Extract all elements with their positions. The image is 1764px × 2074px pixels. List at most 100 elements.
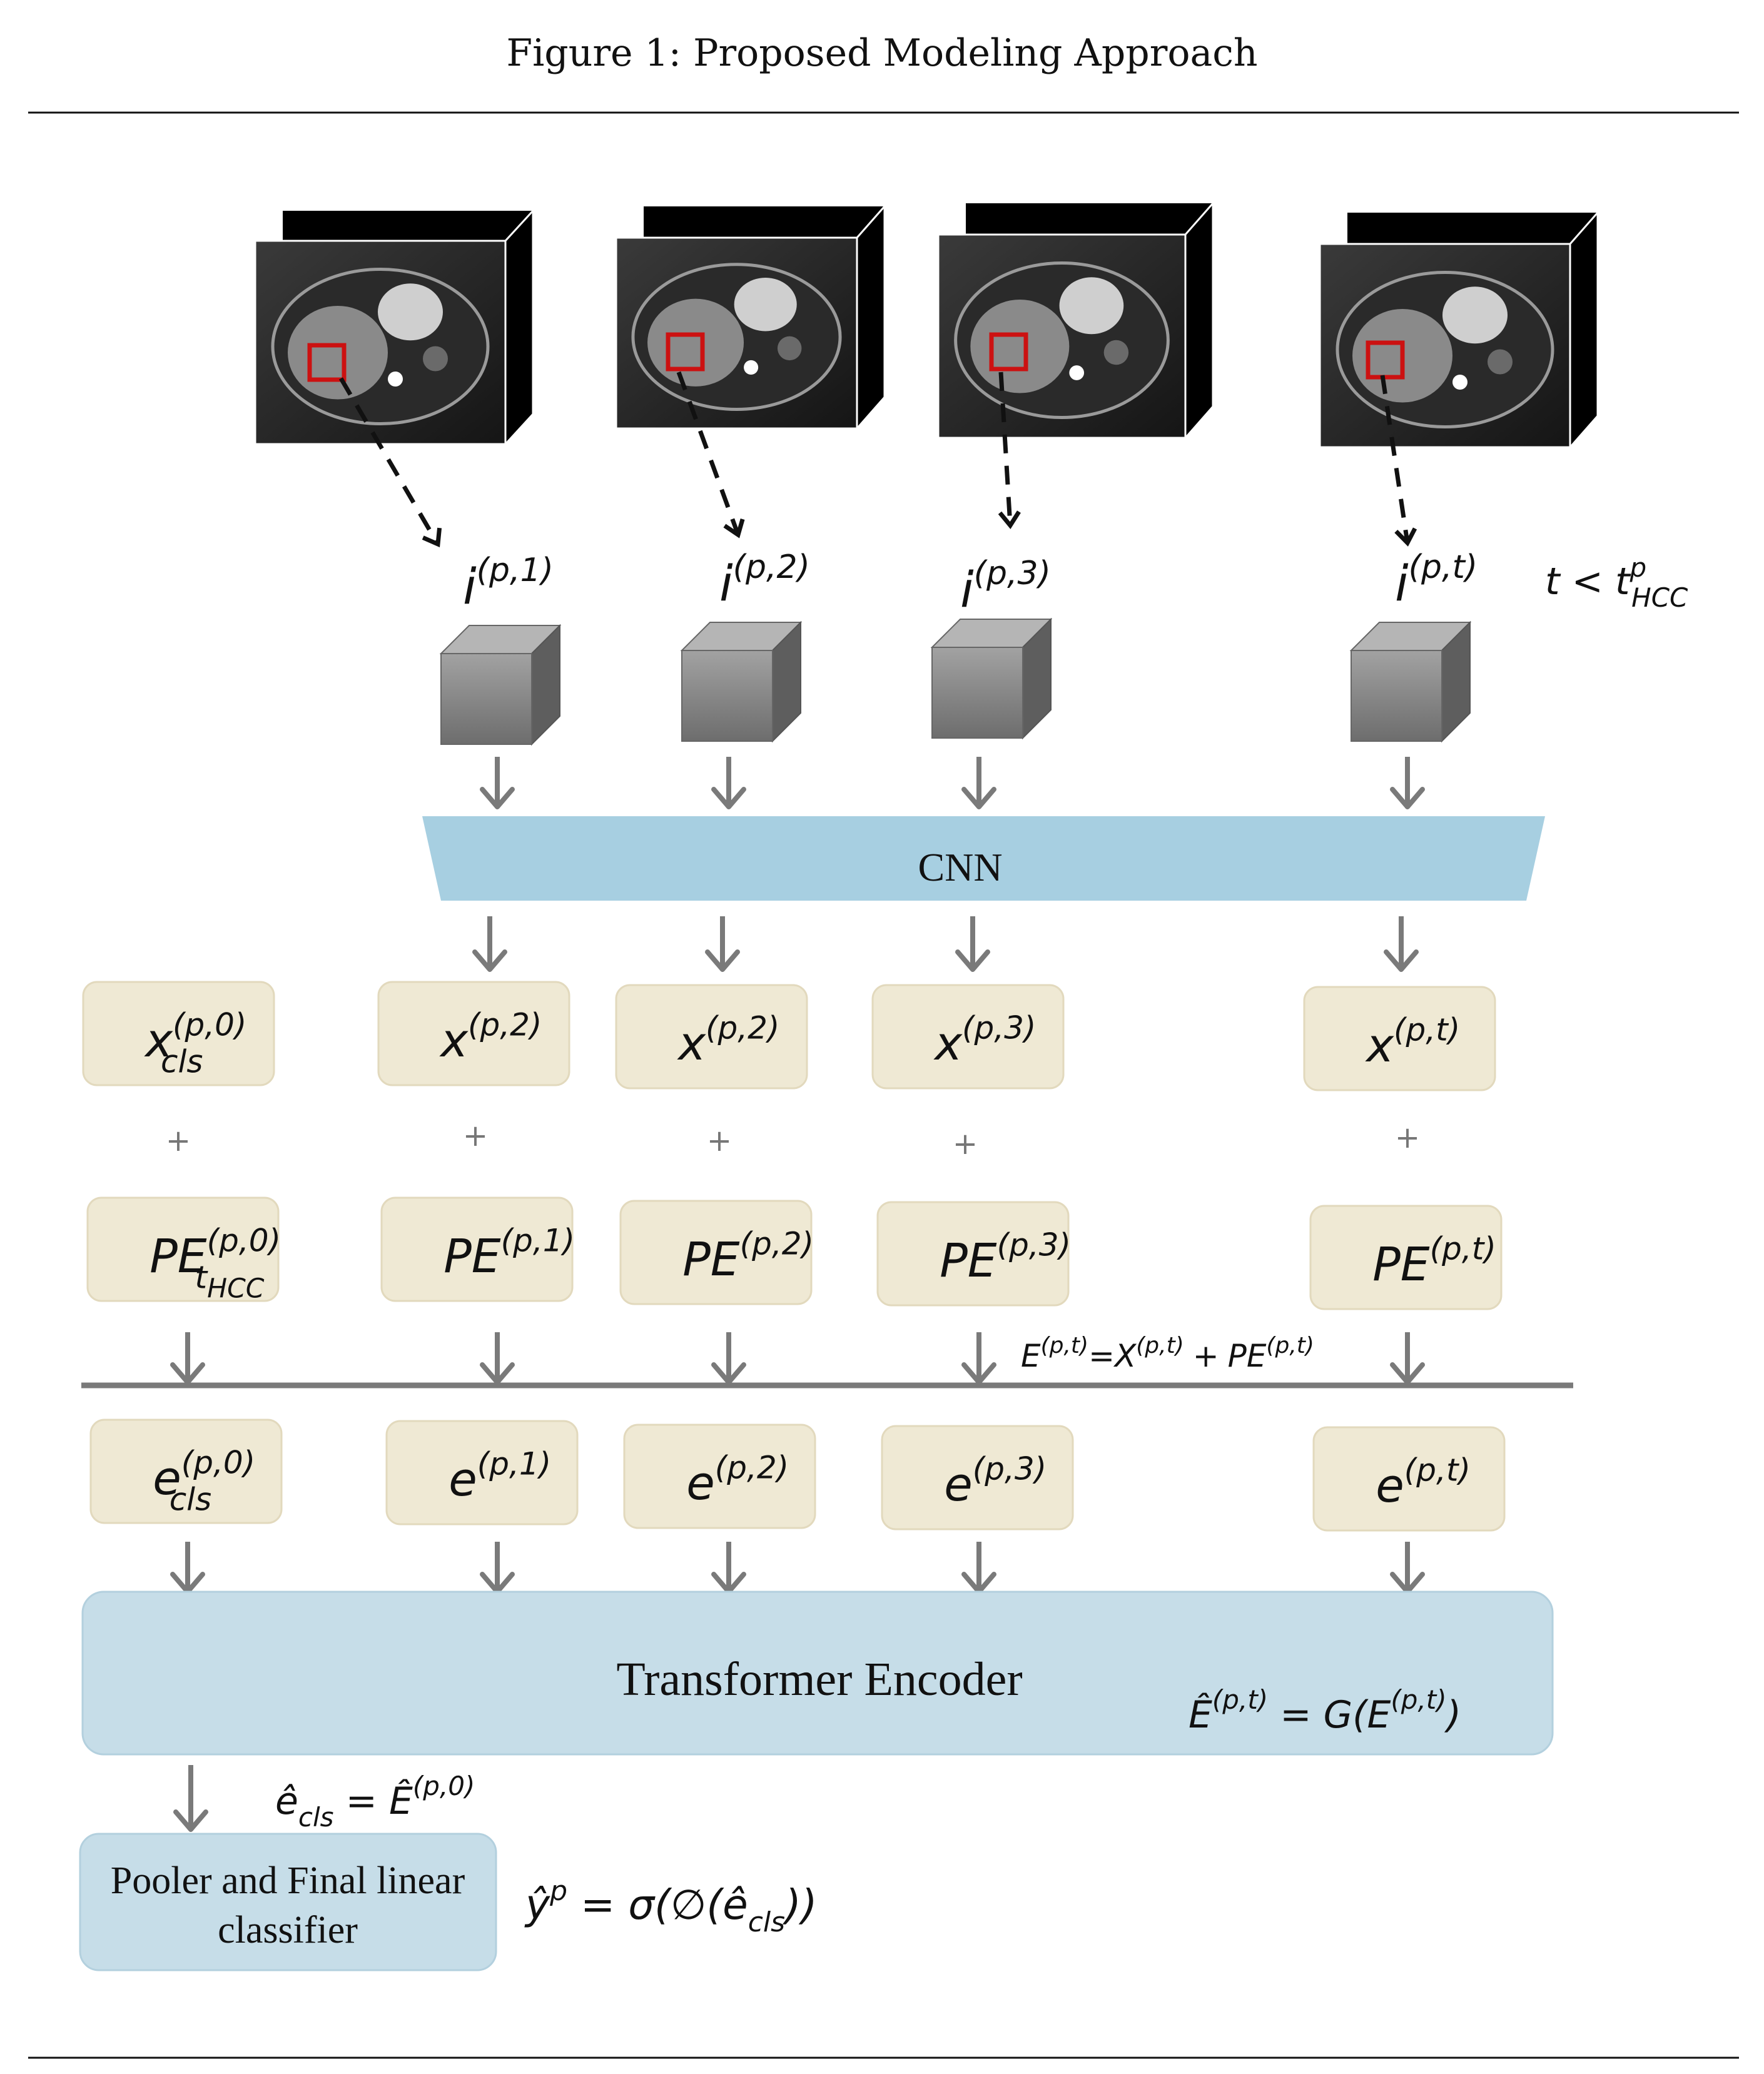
feature-box: x(p,t) [1303, 986, 1496, 1091]
mri-stack [615, 204, 886, 431]
embedding-box-sub: cls [170, 1482, 211, 1518]
flow-arrow-head [711, 1362, 746, 1385]
embedding-box-base: e [944, 1458, 973, 1512]
feature-box-sub: cls [161, 1044, 203, 1080]
embedding-box-base: e [1376, 1459, 1404, 1513]
dashed-arrowhead [998, 510, 1021, 529]
embedding-box-bg [881, 1425, 1074, 1530]
pe-box-bg [380, 1196, 574, 1302]
dashed-arrow-line [1380, 375, 1410, 544]
mri-stack [254, 208, 534, 447]
pe-box-base: PE [940, 1234, 997, 1288]
image-label-sup: (p,t) [1409, 549, 1478, 586]
feature-box-bg [1303, 986, 1496, 1091]
feature-box-sup: (p,2) [468, 1007, 542, 1043]
transformer-encoder-block [81, 1591, 1554, 1756]
cube [930, 617, 1053, 740]
flow-arrow-head [1390, 787, 1425, 809]
mri-vessel [744, 360, 759, 375]
cube-front [931, 647, 1023, 739]
transformer-equation: Ê(p,t) = G(E(p,t)) [1189, 1684, 1461, 1737]
cube-front [1351, 650, 1442, 742]
mri-stack [1319, 210, 1599, 450]
mri-kidney [423, 346, 448, 372]
dashed-arrow-line [338, 377, 440, 545]
pe-box-bg [86, 1196, 280, 1302]
mri-stack-side [504, 208, 534, 447]
feature-box: x(p,2) [377, 981, 570, 1086]
pe-box-text: PE(p,1) [444, 1223, 575, 1283]
mri-organ [734, 278, 797, 331]
classifier-label-line2: classifier [218, 1909, 358, 1951]
cube-front [681, 650, 773, 742]
dashed-arrowhead [422, 527, 442, 548]
mri-kidney [1488, 349, 1513, 375]
pe-box-text: PE(p,3) [940, 1227, 1071, 1288]
pe-box-sup: (p,0) [207, 1223, 281, 1259]
flow-arrows [170, 757, 1425, 1832]
feature-box-sup: (p,t) [1394, 1012, 1460, 1048]
embedding-box-base: e [153, 1452, 181, 1505]
cube [439, 624, 562, 746]
embedding-box-bg [623, 1424, 816, 1529]
flow-arrow-head [961, 787, 996, 809]
pe-box-base: PE [150, 1230, 207, 1283]
mri-image-stacks [254, 201, 1599, 450]
embedding-box-text: e(p,3) [944, 1451, 1047, 1512]
flow-arrow-head [1384, 949, 1419, 972]
embedding-box-base: e [449, 1453, 477, 1507]
pe-box-bg [1309, 1205, 1503, 1310]
pe-box-sup: (p,t) [1430, 1231, 1496, 1267]
image-label: i(p,t) [1395, 549, 1478, 612]
embedding-box-bg [1312, 1426, 1506, 1532]
mri-kidney [777, 336, 802, 361]
image-label: i(p,3) [960, 555, 1051, 619]
dashed-arrowhead [1394, 527, 1417, 547]
pe-box: PE(p,1) [380, 1196, 575, 1302]
image-label-base: i [960, 562, 974, 619]
roi-dashed-arrows [338, 371, 1417, 548]
feature-box-bg [82, 981, 275, 1086]
feature-box-text: x(p,3) [933, 1010, 1036, 1071]
mri-organ [1059, 277, 1124, 335]
embedding-box-bg [385, 1420, 579, 1525]
embedding-box-base: e [686, 1457, 715, 1510]
embedding-box-sup: (p,t) [1404, 1452, 1471, 1489]
cnn-label: CNN [918, 845, 1002, 889]
embedding-box: e(p,t) [1312, 1426, 1506, 1532]
embedding-box-text: e(p,0)cls [153, 1445, 255, 1518]
embedding-box-sup: (p,1) [477, 1446, 551, 1482]
feature-box-base: x [439, 1014, 469, 1068]
feature-box-text: x(p,t) [1365, 1012, 1460, 1073]
image-label: i(p,1) [463, 552, 554, 615]
flow-arrow-head [1390, 1362, 1425, 1385]
pe-box-base: PE [444, 1230, 501, 1283]
pe-box: PE(p,3) [876, 1201, 1071, 1307]
embedding-box: e(p,3) [881, 1425, 1074, 1530]
roi-box [666, 332, 705, 372]
plus-sign: + [463, 1118, 488, 1153]
feature-box-base: x [933, 1017, 963, 1071]
flow-arrow-head [961, 1362, 996, 1385]
pe-box-bg [876, 1201, 1070, 1307]
pe-box: PE(p,0)tHCC [86, 1196, 281, 1305]
feature-box-bg [377, 981, 570, 1086]
pe-box-sub: t [195, 1260, 209, 1296]
cube [1349, 620, 1472, 743]
plus-sign: + [953, 1126, 978, 1161]
roi-box [307, 343, 347, 382]
pe-box-text: PE(p,0)tHCC [150, 1223, 281, 1305]
feature-box-text: x(p,0)cls [144, 1007, 246, 1080]
embedding-box: e(p,2) [623, 1424, 816, 1529]
feature-box-sup: (p,0) [173, 1007, 246, 1043]
image-label-base: i [463, 559, 477, 615]
feature-box-base: x [677, 1017, 706, 1071]
pe-box-text: PE(p,2) [682, 1226, 814, 1287]
cube [680, 620, 803, 743]
mri-stack-side [1569, 210, 1599, 450]
plus-signs: +++++ [166, 1118, 1420, 1161]
mri-vessel [388, 372, 403, 387]
roi-box [989, 332, 1028, 372]
